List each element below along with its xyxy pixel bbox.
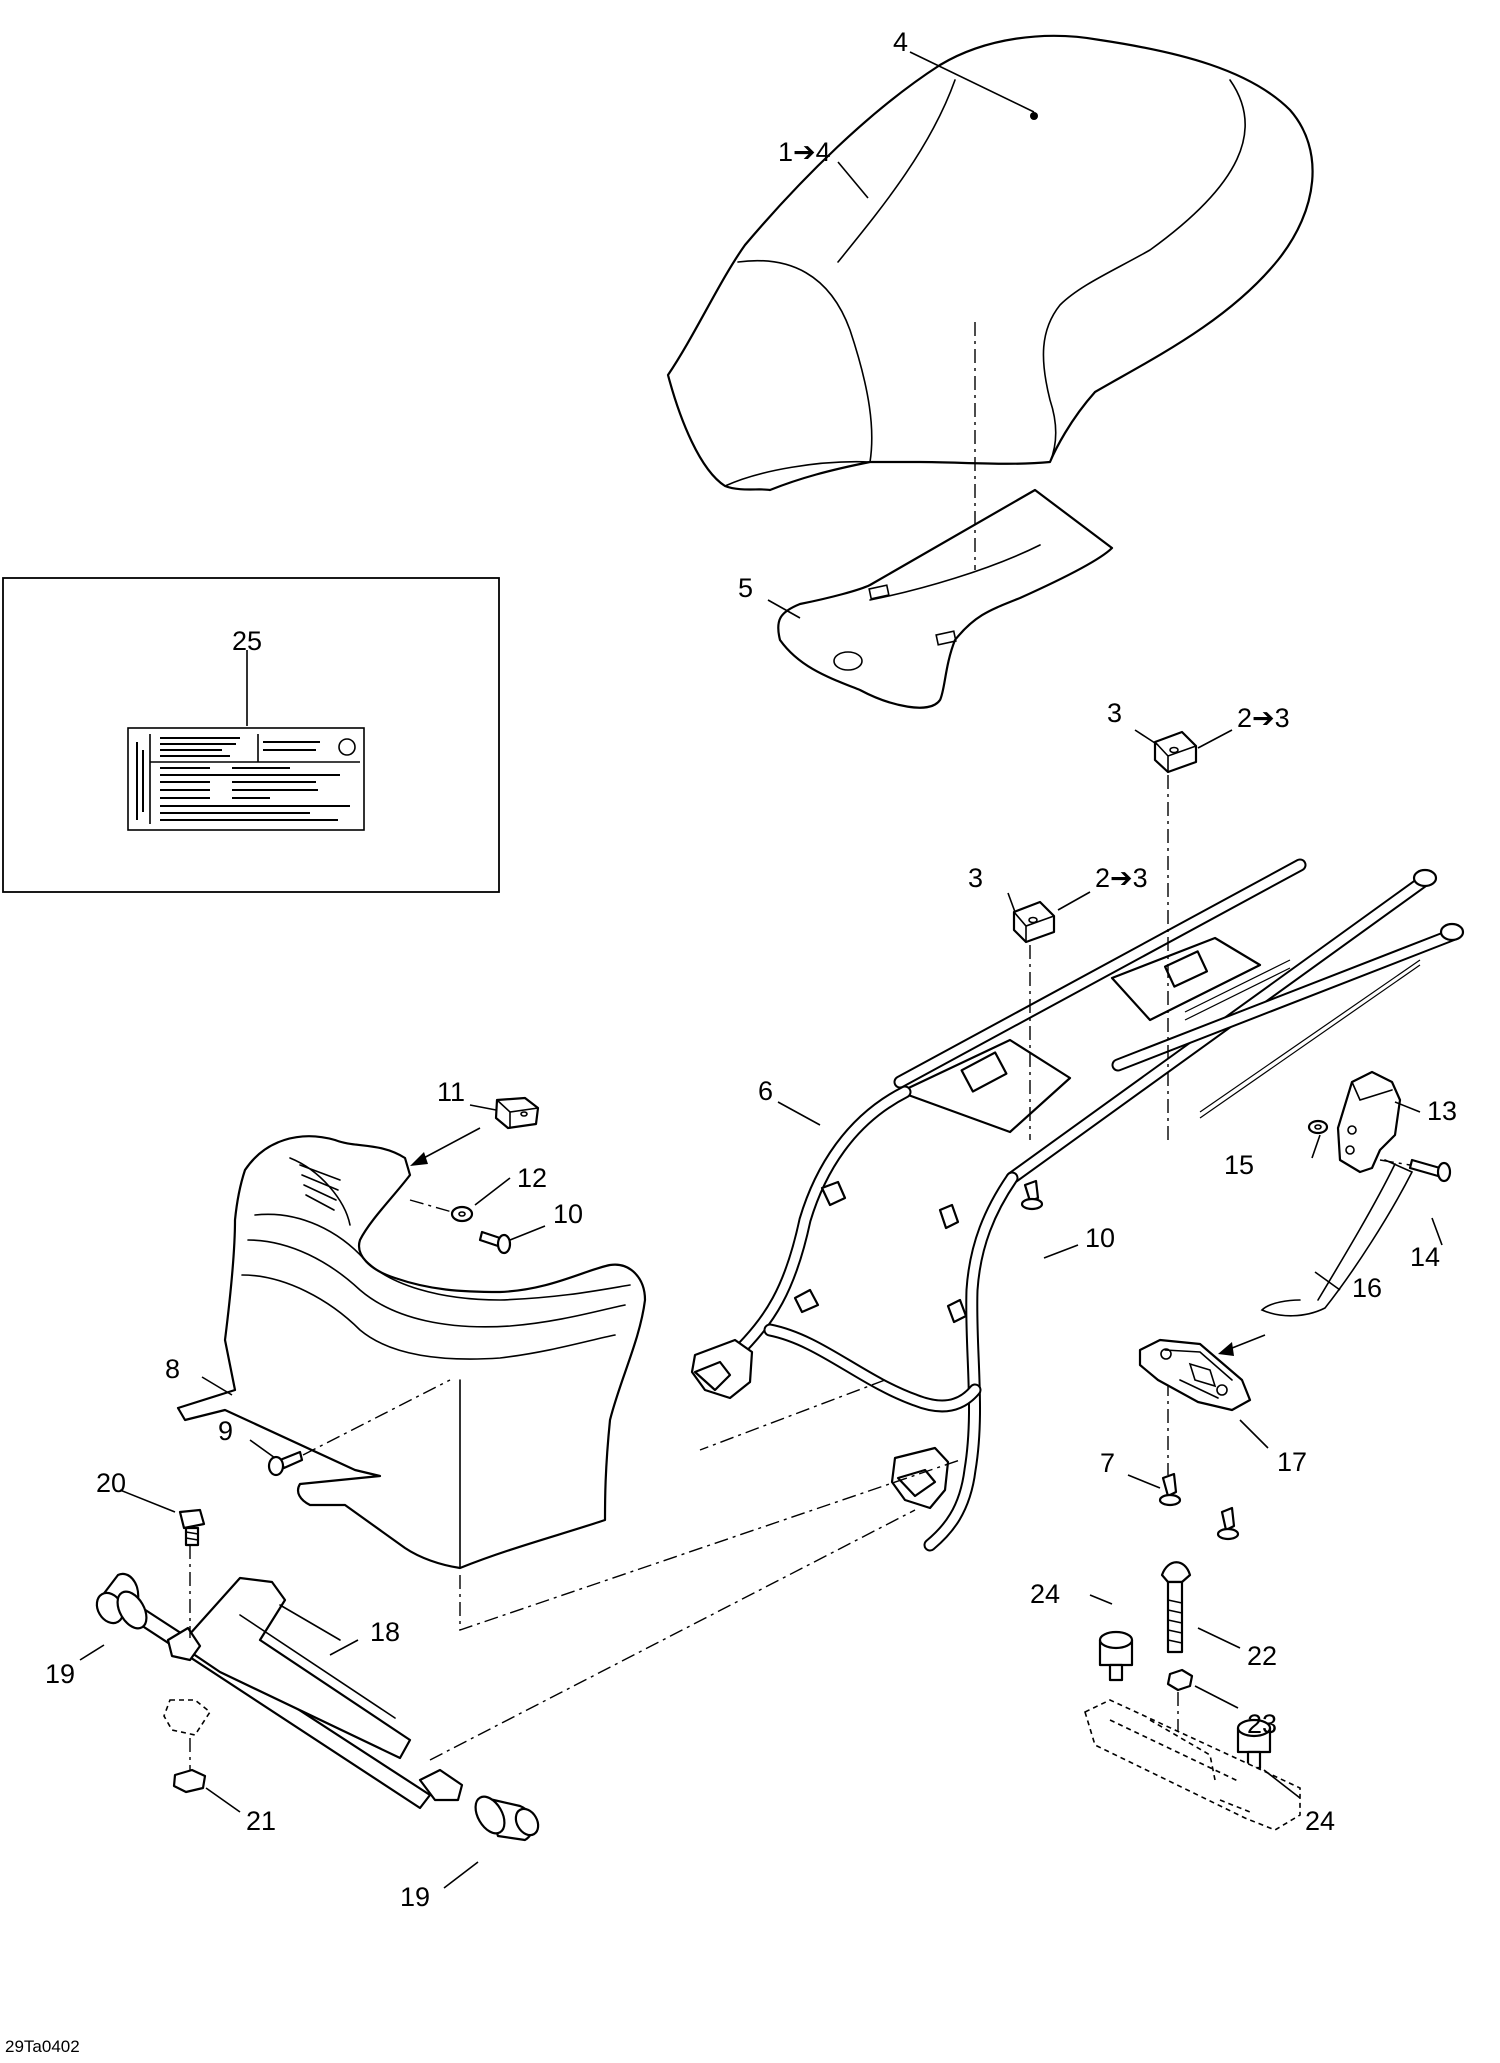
callout-leaders bbox=[79, 51, 1443, 1889]
callout-latch-base: 17 bbox=[1277, 1447, 1307, 1477]
screw-frame bbox=[1020, 1179, 1044, 1211]
callout-decal: 25 bbox=[232, 626, 262, 656]
callout-latch: 13 bbox=[1427, 1096, 1457, 1126]
latch-part bbox=[1336, 1070, 1402, 1174]
callout-labels: 4 1➔4 5 25 3 2➔3 3 2➔3 6 11 12 10 10 13 … bbox=[45, 27, 1457, 1912]
callout-latch-rod: 16 bbox=[1352, 1273, 1382, 1303]
callout-rear-fender: 8 bbox=[165, 1354, 180, 1384]
latch-base bbox=[1138, 1338, 1252, 1412]
callout-nut-23: 23 bbox=[1247, 1709, 1277, 1739]
callout-bumper-range-upper: 2➔3 bbox=[1237, 703, 1290, 733]
bushing-right bbox=[474, 1795, 540, 1842]
rubber-bumper-right bbox=[1236, 1718, 1272, 1770]
callout-bushing-right: 19 bbox=[400, 1882, 430, 1912]
decal-box bbox=[2, 577, 500, 893]
callout-seat-board: 5 bbox=[738, 573, 753, 603]
callout-rubber-bumper-left: 24 bbox=[1030, 1579, 1060, 1609]
callout-bolt-20: 20 bbox=[96, 1468, 126, 1498]
bumper-upper bbox=[1153, 730, 1198, 774]
callout-cross-tube: 18 bbox=[370, 1617, 400, 1647]
seat-board-part bbox=[777, 488, 1114, 709]
rubber-bumper-left bbox=[1098, 1630, 1134, 1682]
callout-frame: 6 bbox=[758, 1076, 773, 1106]
callout-bushing-left: 19 bbox=[45, 1659, 75, 1689]
callout-screw-fender-top: 10 bbox=[553, 1199, 583, 1229]
bushing-left bbox=[95, 1572, 148, 1630]
callout-latch-screw: 14 bbox=[1410, 1242, 1440, 1272]
drawing-code: 29Ta0402 bbox=[5, 2037, 80, 2056]
callout-rubber-bumper-right: 24 bbox=[1305, 1806, 1335, 1836]
frame-part bbox=[690, 858, 1465, 1552]
bolt-20 bbox=[178, 1508, 206, 1547]
callout-seat-range: 1➔4 bbox=[778, 137, 831, 167]
callout-screw-17: 7 bbox=[1100, 1448, 1115, 1478]
callout-bolt-22: 22 bbox=[1247, 1641, 1277, 1671]
latch-rod bbox=[1260, 1159, 1414, 1317]
latch-screw bbox=[1408, 1158, 1452, 1183]
bumper-lower bbox=[1012, 900, 1056, 944]
decal-fine-print bbox=[136, 737, 350, 821]
callout-washer: 12 bbox=[517, 1163, 547, 1193]
nut-21 bbox=[172, 1768, 207, 1794]
bolt-22 bbox=[1160, 1561, 1192, 1654]
callout-bumper-range-lower: 2➔3 bbox=[1095, 863, 1148, 893]
callout-seat: 4 bbox=[893, 27, 908, 57]
seat-part bbox=[666, 34, 1314, 492]
clip-nut bbox=[494, 1096, 540, 1130]
latch-washer bbox=[1307, 1119, 1329, 1135]
screw-latch-right bbox=[1216, 1506, 1240, 1541]
nut-23 bbox=[1166, 1668, 1194, 1692]
callout-nut-21: 21 bbox=[246, 1806, 276, 1836]
callout-bumper-upper: 3 bbox=[1107, 698, 1122, 728]
screw-fender-top bbox=[478, 1230, 512, 1255]
cross-tube-part bbox=[116, 1576, 464, 1810]
screw-fender-lower bbox=[267, 1450, 304, 1477]
fender-washer bbox=[450, 1205, 474, 1223]
callout-clip-nut: 11 bbox=[437, 1077, 465, 1107]
screw-latch-left bbox=[1158, 1472, 1182, 1507]
callout-bumper-lower: 3 bbox=[968, 863, 983, 893]
callout-screw-fender: 9 bbox=[218, 1416, 233, 1446]
callout-screw-frame: 10 bbox=[1085, 1223, 1115, 1253]
mounting-bracket bbox=[1084, 1699, 1301, 1831]
rear-fender-part bbox=[176, 1135, 647, 1570]
callout-latch-washer: 15 bbox=[1224, 1150, 1254, 1180]
